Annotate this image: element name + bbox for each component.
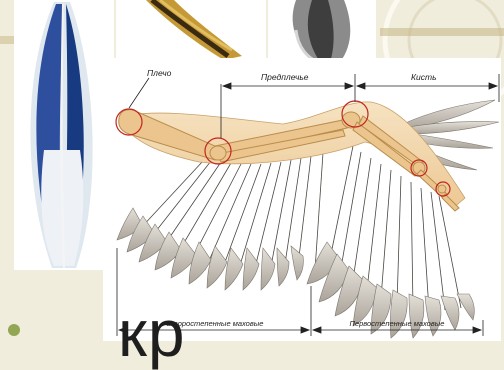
blue-feather-photo	[14, 0, 114, 270]
hand-label: Кисть	[411, 72, 437, 82]
shoulder-label: Плечо	[147, 68, 172, 78]
golden-feather-photo	[116, 0, 266, 62]
forearm-label: Предплечье	[261, 72, 309, 82]
primary-feathers-label: Первостепенные маховые	[350, 319, 445, 328]
slide-heading: кр	[118, 300, 186, 366]
grey-feather-photo	[268, 0, 376, 62]
